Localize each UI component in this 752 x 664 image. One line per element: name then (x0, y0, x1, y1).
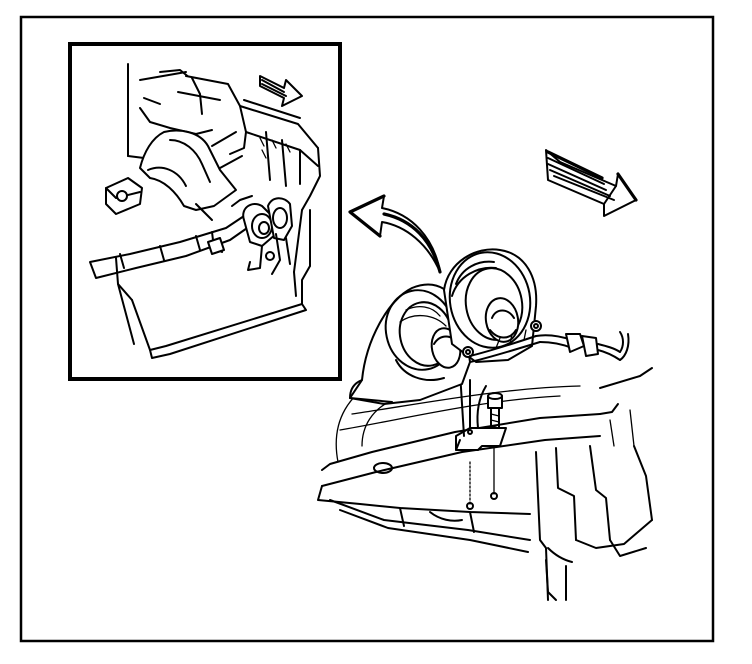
horn-bracket (455, 371, 507, 451)
stud-hole-left (466, 502, 474, 510)
vehicle-frame-structure (317, 367, 653, 601)
zoom-from-arrow (348, 194, 442, 274)
forward-direction-arrow (545, 149, 638, 217)
radiator-support (89, 63, 321, 359)
forward-direction-arrow (259, 75, 303, 107)
wire-harness-connector (469, 329, 630, 363)
horn-assembly (349, 248, 542, 405)
stud-hole-right (490, 492, 498, 500)
